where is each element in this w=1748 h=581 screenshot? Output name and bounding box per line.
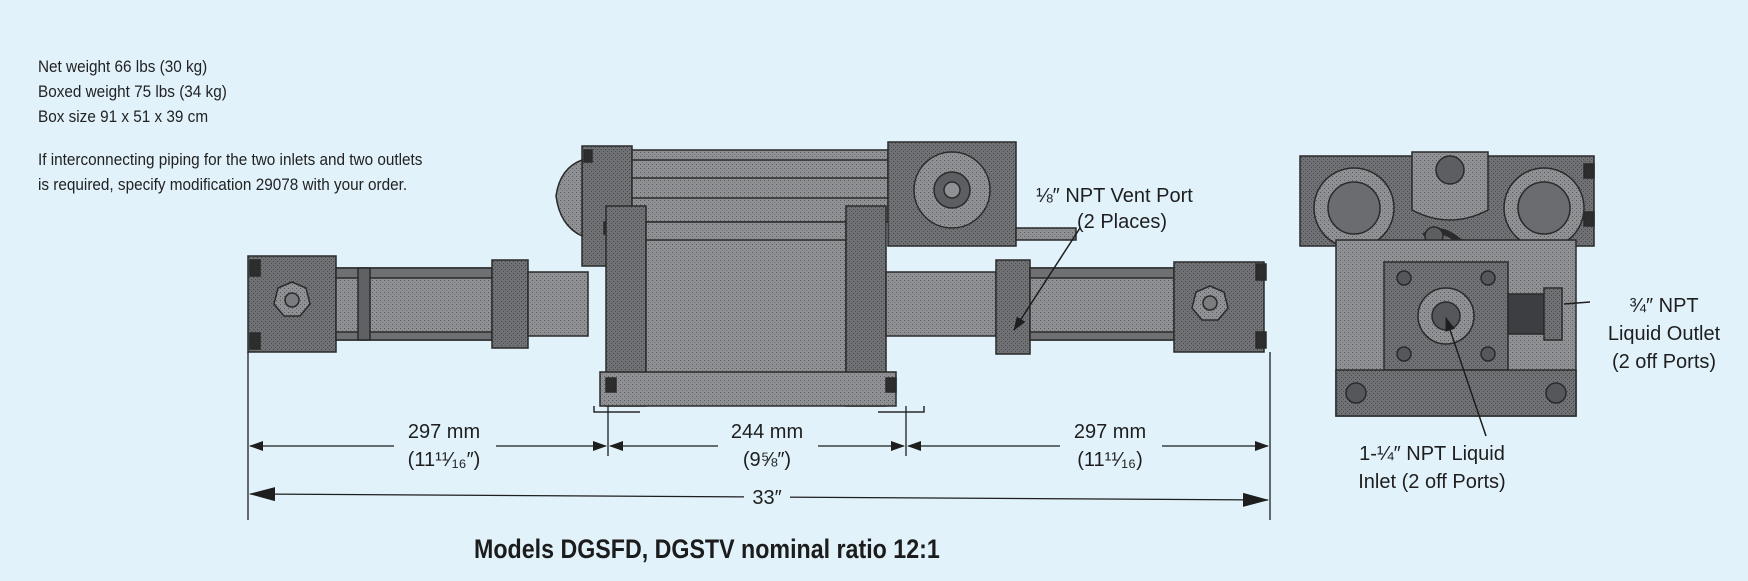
left-end-bolt-icon [273, 281, 311, 317]
net-weight-text: Net weight 66 lbs (30 kg) [38, 57, 208, 76]
pump-side-view [247, 141, 1267, 413]
liquid-outlet-callout: ¾″ NPT Liquid Outlet (2 off Ports) [1563, 295, 1721, 373]
dim-overall: 33″ [752, 487, 781, 509]
dim-left-in: (11¹¹⁄₁₆″) [408, 449, 481, 471]
inlet-label-1: 1-¼″ NPT Liquid [1359, 443, 1505, 465]
dim-right-mm: 297 mm [1074, 421, 1146, 443]
vent-port-label-1: ⅛″ NPT Vent Port [1036, 185, 1193, 207]
top-port-icon [913, 151, 991, 229]
inlet-label-2: Inlet (2 off Ports) [1358, 471, 1505, 493]
modification-note-line1: If interconnecting piping for the two in… [38, 150, 423, 169]
modification-note-line2: is required, specify modification 29078 … [38, 175, 408, 194]
outlet-label-2: Liquid Outlet [1608, 323, 1721, 345]
pump-end-view [1299, 151, 1595, 417]
vent-port-callout: ⅛″ NPT Vent Port (2 Places) [1013, 185, 1193, 331]
box-size-text: Box size 91 x 51 x 39 cm [38, 107, 209, 126]
end-view-right-port-icon [1503, 167, 1585, 249]
dim-center-mm: 244 mm [731, 421, 803, 443]
outlet-label-3: (2 off Ports) [1612, 351, 1716, 373]
dim-left-mm: 297 mm [408, 421, 480, 443]
spec-block: Net weight 66 lbs (30 kg) Boxed weight 7… [38, 54, 422, 197]
liquid-inlet-port-icon [1417, 287, 1475, 345]
outlet-label-1: ¾″ NPT [1629, 295, 1698, 317]
dim-center-in: (9⅝″) [743, 449, 791, 471]
liquid-inlet-callout: 1-¼″ NPT Liquid Inlet (2 off Ports) [1358, 317, 1506, 493]
end-view-left-port-icon [1313, 167, 1395, 249]
diagram-caption: Models DGSFD, DGSTV nominal ratio 12:1 [474, 534, 940, 564]
right-end-bolt-icon [1191, 285, 1229, 321]
vent-port-label-2: (2 Places) [1077, 211, 1167, 233]
boxed-weight-text: Boxed weight 75 lbs (34 kg) [38, 82, 227, 101]
liquid-outlet-port-icon [1543, 287, 1563, 341]
dim-right-in: (11¹¹⁄₁₆) [1077, 449, 1143, 471]
